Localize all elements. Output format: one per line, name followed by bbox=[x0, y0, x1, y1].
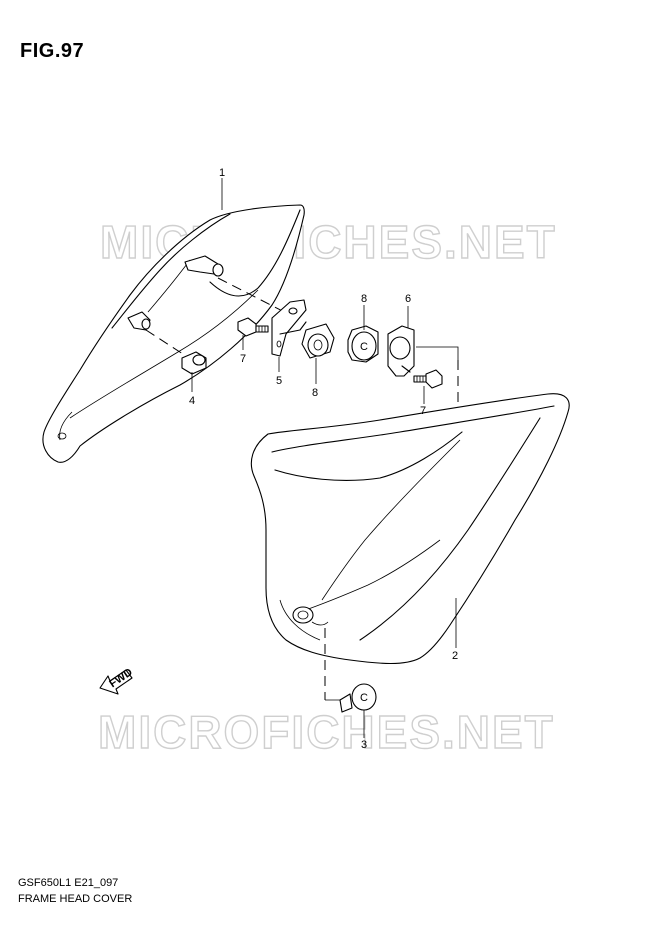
fastener-part-3[interactable]: C bbox=[339, 683, 377, 713]
fwd-arrow-icon: FWD bbox=[99, 666, 135, 695]
callout-6: 6 bbox=[405, 293, 411, 305]
watermark-bottom: MICROFICHES.NET bbox=[98, 706, 555, 758]
cover-part-1[interactable] bbox=[42, 204, 305, 463]
svg-text:C: C bbox=[360, 341, 368, 353]
callout-8-left: 8 bbox=[312, 387, 318, 399]
callout-4: 4 bbox=[189, 395, 195, 407]
cushion-part-8-right[interactable]: C bbox=[347, 325, 379, 363]
svg-text:FWD: FWD bbox=[107, 666, 135, 690]
cover-part-2[interactable] bbox=[250, 393, 570, 664]
callout-3: 3 bbox=[361, 739, 367, 751]
bolt-part-7-left[interactable] bbox=[237, 317, 269, 337]
cushion-part-8-left[interactable] bbox=[301, 323, 335, 359]
figure-title: FIG.97 bbox=[20, 40, 85, 62]
callout-5: 5 bbox=[276, 375, 282, 387]
bracket-part-5[interactable] bbox=[271, 299, 307, 357]
callout-2: 2 bbox=[452, 650, 458, 662]
callout-7-left: 7 bbox=[240, 353, 246, 365]
bolt-part-7-right[interactable] bbox=[413, 369, 443, 389]
callout-8-right: 8 bbox=[361, 293, 367, 305]
clip-part-6[interactable] bbox=[387, 325, 415, 377]
callout-7-right: 7 bbox=[420, 405, 426, 417]
grommet-part-4[interactable] bbox=[181, 351, 207, 375]
svg-text:C: C bbox=[360, 692, 368, 704]
assembly-line-2 bbox=[145, 329, 187, 357]
callout-1: 1 bbox=[219, 167, 225, 179]
diagram-code: GSF650L1 E21_097 bbox=[18, 877, 119, 889]
diagram-name: FRAME HEAD COVER bbox=[18, 893, 133, 905]
